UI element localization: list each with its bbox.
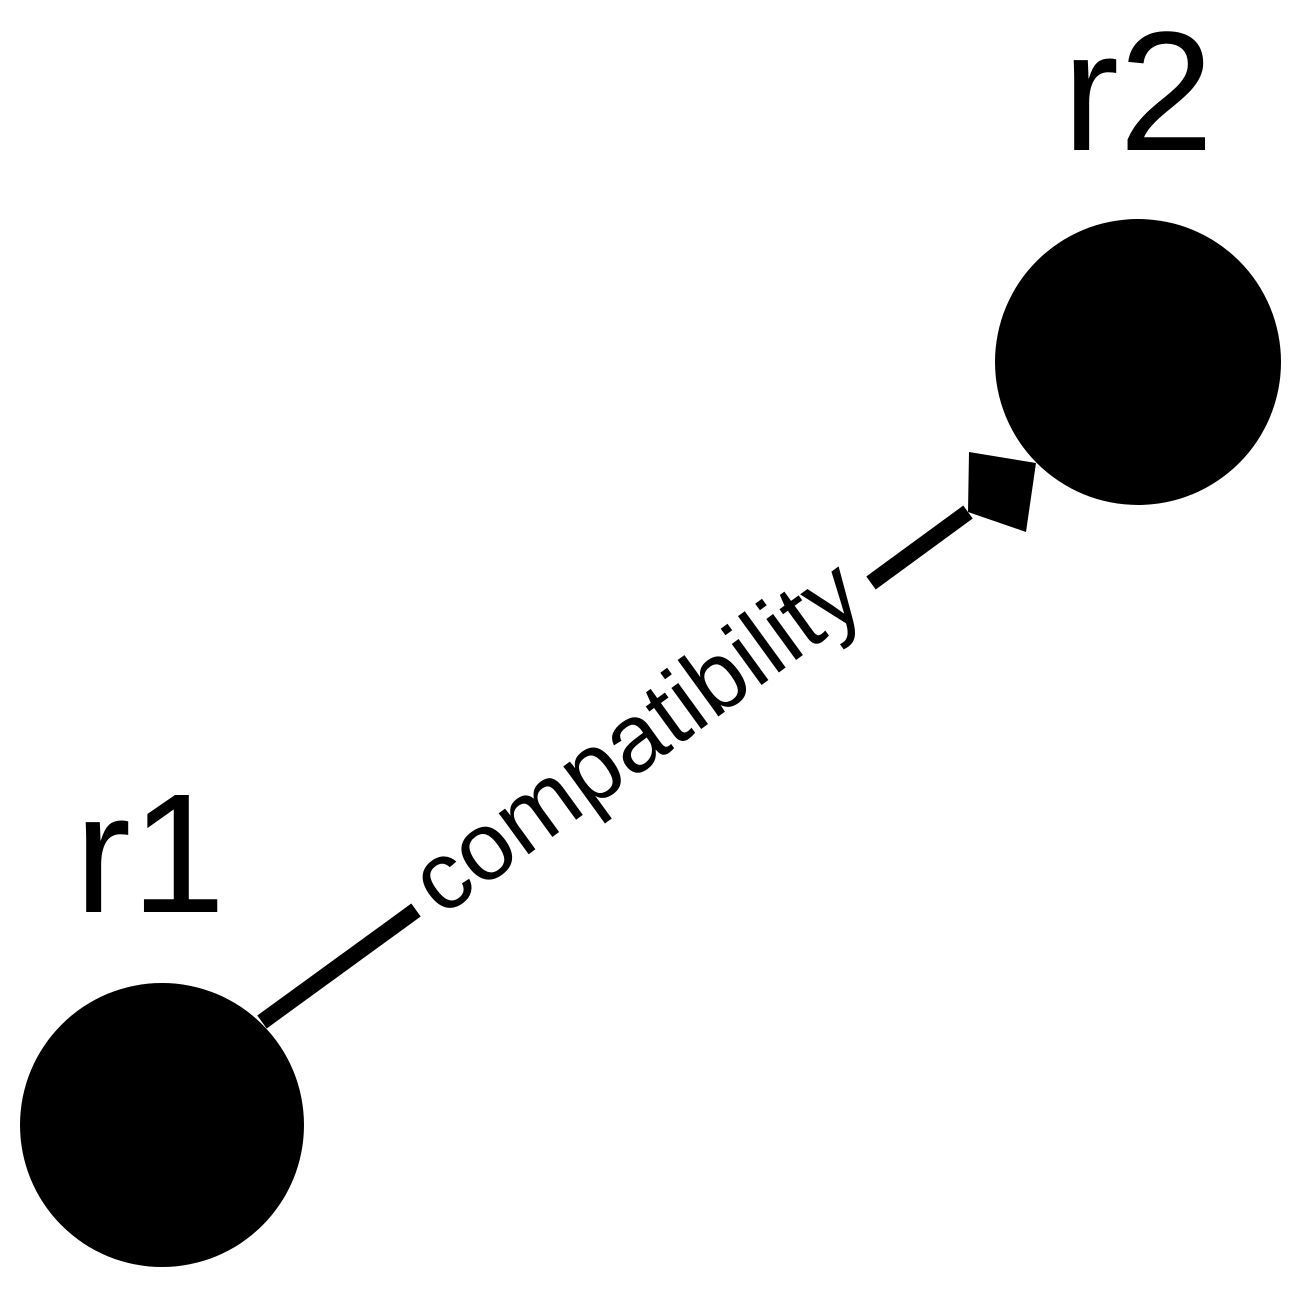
node-circle-r1 (20, 983, 304, 1267)
node-r2: r2 (995, 0, 1281, 505)
edge-line-upper (866, 505, 973, 590)
node-label-r2: r2 (1062, 0, 1213, 187)
edge-r1-r2: compatibility (257, 452, 1036, 1029)
edge-label-compatibility: compatibility (391, 538, 881, 935)
node-r1: r1 (20, 759, 304, 1267)
diamond-arrowhead (968, 452, 1036, 532)
node-label-r1: r1 (74, 759, 225, 949)
node-circle-r2 (995, 219, 1281, 505)
edge-line-lower (257, 903, 421, 1029)
